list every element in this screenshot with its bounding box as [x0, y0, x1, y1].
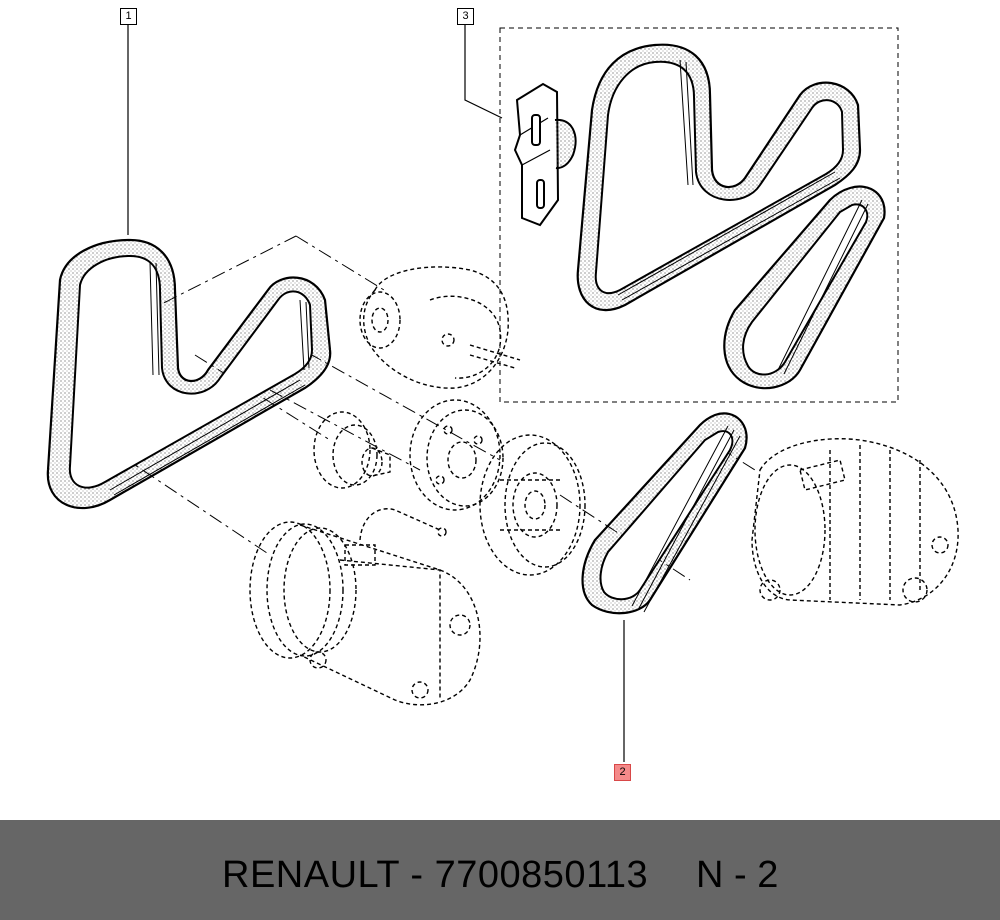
- callout-3: 3: [457, 8, 474, 25]
- diagram-reference-label: N - 2: [696, 854, 779, 896]
- footer-bar: [0, 820, 1000, 920]
- crank-pulley: [409, 399, 504, 511]
- alternator: [751, 438, 959, 606]
- leader-lines: [127, 25, 625, 762]
- belt-long-serpentine: [46, 238, 332, 510]
- callout-2: 2: [614, 764, 631, 781]
- pump-housing: [359, 266, 521, 389]
- damper-pulley: [479, 434, 586, 576]
- ac-compressor: [249, 508, 481, 706]
- idler-pulley: [313, 411, 391, 489]
- belt-short-loop: [581, 412, 748, 615]
- tensioner-bracket: [513, 82, 577, 227]
- kit-dashed-frame: [499, 27, 899, 403]
- exploded-parts-diagram: [46, 25, 959, 762]
- belt-kit-large: [576, 43, 862, 312]
- callout-1: 1: [120, 8, 137, 25]
- belt-kit-small: [723, 185, 886, 390]
- part-number-label: RENAULT - 7700850113: [222, 854, 649, 896]
